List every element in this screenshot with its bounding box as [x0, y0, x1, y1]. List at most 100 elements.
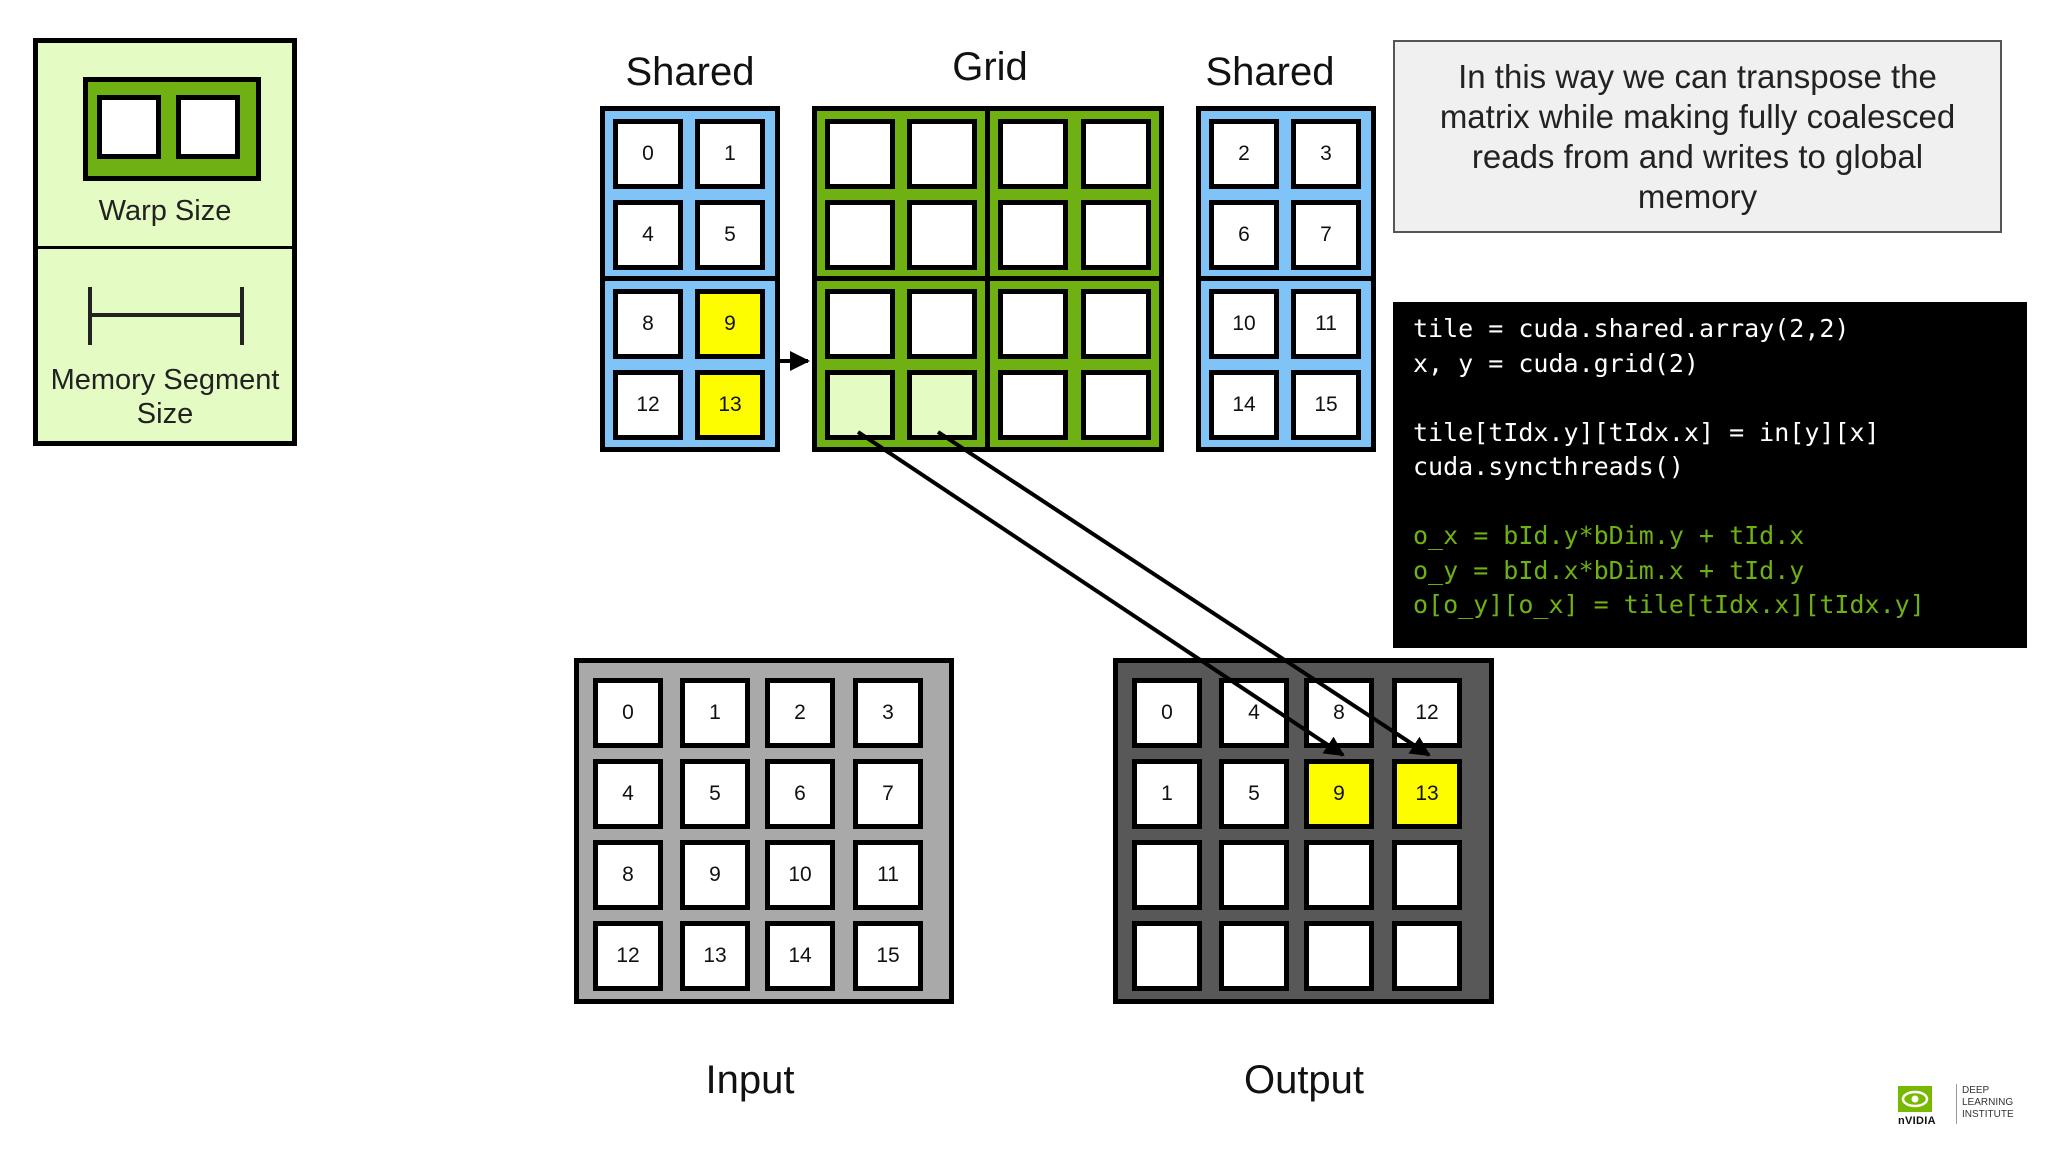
input-cell: 2 — [765, 678, 835, 748]
input-cell: 12 — [593, 921, 663, 991]
output-cell: 0 — [1132, 678, 1202, 748]
grid-label: Grid — [952, 45, 1028, 89]
code-snippet: tile = cuda.shared.array(2,2) x, y = cuda… — [1393, 302, 2027, 648]
output-label: Output — [1243, 1058, 1365, 1102]
grid-cell — [825, 200, 895, 270]
tile-divider — [605, 276, 775, 281]
input-cell: 8 — [593, 840, 663, 910]
legend-panel: Warp Size Memory Segment Size — [33, 38, 297, 446]
grid-cell — [1081, 370, 1151, 440]
shared-cell: 1 — [695, 119, 765, 189]
shared-cell: 10 — [1209, 289, 1279, 359]
input-cell: 5 — [680, 759, 750, 829]
logo-separator — [1956, 1084, 1957, 1124]
input-cell: 3 — [853, 678, 923, 748]
note-line: reads from and writes to global — [1471, 137, 1924, 175]
output-cell — [1392, 921, 1462, 991]
shared-cell: 8 — [613, 289, 683, 359]
grid-cell — [825, 370, 895, 440]
explanation-note: In this way we can transpose the matrix … — [1393, 40, 2002, 233]
input-cell: 1 — [680, 678, 750, 748]
output-cell: 8 — [1304, 678, 1374, 748]
output-cell — [1304, 840, 1374, 910]
input-cell: 10 — [765, 840, 835, 910]
tile-divider — [1201, 276, 1371, 281]
memory-segment-label: Memory Segment Size — [38, 363, 292, 431]
code-line: o_y = bId.x*bDim.x + tId.y — [1413, 555, 1805, 585]
output-cell: 1 — [1132, 759, 1202, 829]
thread-grid — [812, 106, 1164, 452]
code-line: x, y = cuda.grid(2) — [1413, 348, 1699, 378]
output-cell: 12 — [1392, 678, 1462, 748]
dli-text: DEEP LEARNING INSTITUTE — [1962, 1085, 2014, 1121]
memory-segment-icon — [90, 313, 242, 317]
grid-cell — [825, 289, 895, 359]
input-cell: 13 — [680, 921, 750, 991]
shared-left-label: Shared — [625, 50, 755, 94]
grid-cell — [1081, 289, 1151, 359]
shared-cell: 12 — [613, 370, 683, 440]
legend-divider — [38, 246, 292, 249]
shared-cell: 14 — [1209, 370, 1279, 440]
code-line: cuda.syncthreads() — [1413, 452, 1684, 481]
input-cell: 0 — [593, 678, 663, 748]
input-cell: 6 — [765, 759, 835, 829]
grid-cell — [907, 370, 977, 440]
grid-cell — [1081, 200, 1151, 270]
code-line: tile[tIdx.y][tIdx.x] = in[y][x] — [1413, 417, 1880, 447]
dli-line: INSTITUTE — [1962, 1109, 2014, 1120]
output-cell — [1219, 921, 1289, 991]
grid-cell — [998, 370, 1068, 440]
code-line — [1413, 485, 2007, 520]
shared-cell: 13 — [695, 370, 765, 440]
block-divider-horizontal — [817, 276, 1159, 281]
input-cell: 4 — [593, 759, 663, 829]
code-line: o_x = bId.y*bDim.y + tId.x — [1413, 521, 1805, 550]
warp-size-label: Warp Size — [98, 195, 232, 227]
nvidia-wordmark: nVIDIA — [1898, 1115, 1936, 1127]
output-cell — [1304, 921, 1374, 991]
grid-cell — [907, 119, 977, 189]
shared-cell: 4 — [613, 200, 683, 270]
output-cell — [1132, 921, 1202, 991]
output-cell: 5 — [1219, 759, 1289, 829]
nvidia-eye-icon — [1898, 1086, 1932, 1112]
shared-cell: 15 — [1291, 370, 1361, 440]
input-label: Input — [705, 1058, 795, 1102]
grid-cell — [998, 289, 1068, 359]
grid-cell — [907, 289, 977, 359]
grid-cell — [1081, 119, 1151, 189]
output-cell — [1392, 840, 1462, 910]
code-line — [1413, 381, 2007, 416]
output-cell — [1132, 840, 1202, 910]
output-cell — [1219, 840, 1289, 910]
shared-cell: 0 — [613, 119, 683, 189]
shared-cell: 9 — [695, 289, 765, 359]
shared-cell: 11 — [1291, 289, 1361, 359]
shared-cell: 5 — [695, 200, 765, 270]
memory-segment-label-line2: Size — [136, 398, 194, 430]
grid-cell — [998, 119, 1068, 189]
warp-size-icon — [83, 77, 261, 181]
input-cell: 11 — [853, 840, 923, 910]
input-cell: 9 — [680, 840, 750, 910]
segment-bracket-right — [240, 287, 244, 345]
note-line: In this way we can transpose the — [1458, 57, 1937, 95]
warp-cell — [97, 95, 161, 159]
code-line: tile = cuda.shared.array(2,2) — [1413, 314, 1850, 343]
warp-cell — [176, 95, 240, 159]
dli-line: DEEP — [1962, 1085, 1990, 1096]
output-cell: 9 — [1304, 759, 1374, 829]
shared-cell: 2 — [1209, 119, 1279, 189]
shared-cell: 6 — [1209, 200, 1279, 270]
note-line: memory — [1637, 177, 1758, 215]
shared-cell: 3 — [1291, 119, 1361, 189]
output-cell: 13 — [1392, 759, 1462, 829]
output-cell: 4 — [1219, 678, 1289, 748]
note-line: matrix while making fully coalesced — [1439, 97, 1956, 135]
nvidia-dli-logo: nVIDIA DEEP LEARNING INSTITUTE — [1898, 1084, 2028, 1130]
memory-segment-label-line1: Memory Segment — [50, 364, 280, 396]
